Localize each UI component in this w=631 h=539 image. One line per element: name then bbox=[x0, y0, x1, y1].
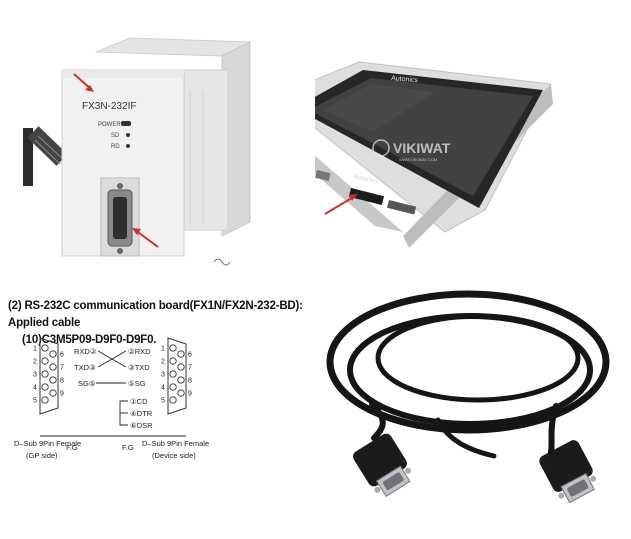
left-pin-number: 1 bbox=[33, 346, 37, 353]
right-pin-number: 1 bbox=[161, 346, 165, 353]
right-caption: D–Sub 9Pin Female bbox=[142, 439, 209, 448]
right-pin-number: 5 bbox=[161, 398, 165, 405]
watermark: VIKIWAT WWW.VIKIWAT.COM bbox=[372, 139, 451, 162]
right-pin-number: 7 bbox=[188, 365, 192, 372]
diagram-title-line1: (2) RS-232C communication board(FX1N/FX2… bbox=[8, 300, 303, 329]
db9-plug-left bbox=[353, 433, 411, 497]
watermark-url: WWW.VIKIWAT.COM bbox=[399, 157, 437, 162]
signal-right-dsr: ⑥DSR bbox=[130, 421, 153, 430]
hmi-illustration: Autonics Autonics VIKIWAT WWW.VIKIWAT.CO… bbox=[315, 61, 553, 248]
diagram-svg: 1 2 3 4 5 6 7 8 9 1 2 3 4 5 6 7 8 9 RXD② TXD③ SG⑤ ②RXD ③… bbox=[14, 337, 209, 460]
sd-led bbox=[126, 133, 130, 137]
pointer-arrow bbox=[73, 73, 94, 92]
right-pin-number: 4 bbox=[161, 385, 165, 392]
left-pin-6 bbox=[49, 350, 57, 358]
hmi-brand-top: Autonics bbox=[391, 75, 419, 84]
cable-photo bbox=[318, 270, 631, 539]
signal-right-rxd: ②RXD bbox=[128, 347, 151, 356]
right-pin-6 bbox=[177, 350, 185, 358]
wiring-diagram: (2) RS-232C communication board(FX1N/FX2… bbox=[0, 270, 315, 539]
rd-label: RD bbox=[111, 144, 120, 150]
left-pin-1 bbox=[41, 344, 49, 352]
left-pin-2 bbox=[41, 357, 49, 365]
left-pin-number: 9 bbox=[60, 391, 64, 398]
left-pin-3 bbox=[41, 370, 49, 378]
hmi-port bbox=[315, 169, 331, 182]
rd-led bbox=[126, 144, 130, 148]
right-pin-9 bbox=[177, 389, 185, 397]
right-pin-group: 1 2 3 4 5 6 7 8 9 bbox=[161, 344, 192, 405]
left-caption: D–Sub 9Pin Female bbox=[14, 439, 81, 448]
right-side: (Device side) bbox=[152, 451, 196, 460]
pointer-arrow bbox=[324, 194, 358, 215]
watermark-name: VIKIWAT bbox=[393, 140, 451, 156]
left-pin-5 bbox=[41, 396, 49, 404]
signal-right-txd: ③TXD bbox=[128, 363, 150, 372]
right-pin-1 bbox=[169, 344, 177, 352]
signal-left-txd: TXD③ bbox=[74, 363, 96, 372]
power-led bbox=[121, 121, 131, 126]
left-pin-number: 6 bbox=[60, 352, 64, 359]
left-pin-number: 2 bbox=[33, 359, 37, 366]
signal-right-dtr: ④DTR bbox=[130, 409, 153, 418]
right-pin-5 bbox=[169, 396, 177, 404]
wires bbox=[40, 350, 186, 437]
right-pin-number: 3 bbox=[161, 372, 165, 379]
ribbon-cable bbox=[23, 126, 68, 186]
right-pin-3 bbox=[169, 370, 177, 378]
left-pin-8 bbox=[49, 376, 57, 384]
hmi-photo: Autonics Autonics VIKIWAT WWW.VIKIWAT.CO… bbox=[315, 0, 631, 270]
hmi-brand-bottom: Autonics bbox=[353, 174, 380, 185]
left-pin-number: 4 bbox=[33, 385, 37, 392]
sd-label: SD bbox=[111, 133, 120, 139]
right-pin-number: 8 bbox=[188, 378, 192, 385]
left-connector bbox=[39, 337, 59, 415]
left-pin-number: 8 bbox=[60, 378, 64, 385]
signal-left-sg: SG⑤ bbox=[78, 379, 96, 388]
hmi-port bbox=[348, 188, 384, 205]
fg-left: F.G bbox=[66, 443, 78, 452]
left-pin-number: 3 bbox=[33, 372, 37, 379]
pointer-arrow bbox=[132, 228, 159, 248]
right-pin-number: 9 bbox=[188, 391, 192, 398]
left-side: (GP side) bbox=[26, 451, 58, 460]
left-pin-7 bbox=[49, 363, 57, 371]
signal-right-sg: ⑤SG bbox=[128, 379, 146, 388]
cable-illustration bbox=[326, 290, 610, 504]
signal-right-cd: ①CD bbox=[130, 397, 148, 406]
left-pin-number: 5 bbox=[33, 398, 37, 405]
signature-mark bbox=[213, 258, 231, 266]
right-connector bbox=[167, 337, 187, 415]
right-pin-7 bbox=[177, 363, 185, 371]
right-pin-4 bbox=[169, 383, 177, 391]
power-label: POWER bbox=[98, 122, 121, 128]
fg-right: F.G bbox=[122, 443, 134, 452]
left-pin-4 bbox=[41, 383, 49, 391]
db9-connector bbox=[100, 177, 140, 257]
module-illustration: FX3N-232IF POWER SD RD bbox=[23, 37, 251, 266]
left-pin-9 bbox=[49, 389, 57, 397]
signal-left-rxd: RXD② bbox=[74, 347, 97, 356]
right-pin-number: 2 bbox=[161, 359, 165, 366]
left-pin-number: 7 bbox=[60, 365, 64, 372]
hmi-port bbox=[387, 200, 417, 215]
right-pin-2 bbox=[169, 357, 177, 365]
serial-cable bbox=[326, 290, 610, 459]
left-pin-group: 1 2 3 4 5 6 7 8 9 bbox=[33, 344, 64, 405]
right-pin-number: 6 bbox=[188, 352, 192, 359]
right-pin-8 bbox=[177, 376, 185, 384]
module-photo: FX3N-232IF POWER SD RD bbox=[0, 0, 315, 270]
module-model-label: FX3N-232IF bbox=[82, 101, 136, 112]
wire-txd-rxd bbox=[97, 350, 127, 368]
db9-plug-right bbox=[539, 440, 597, 504]
